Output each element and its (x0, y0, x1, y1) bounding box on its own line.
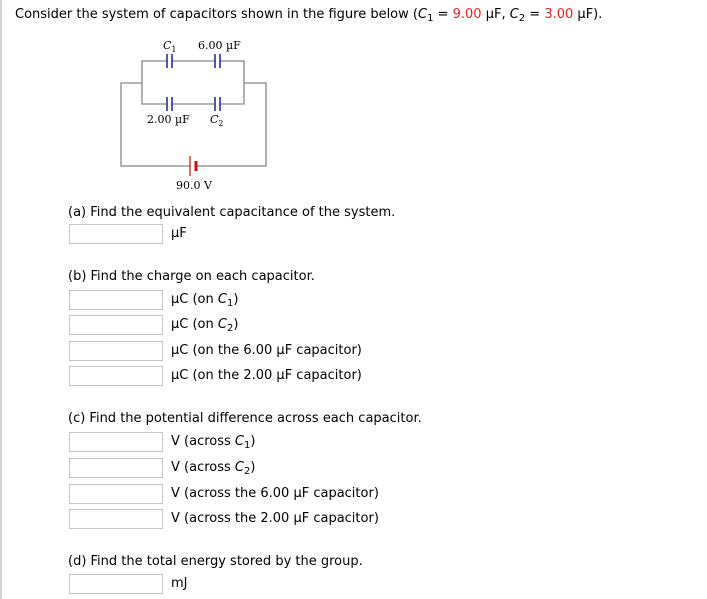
answer-input-a[interactable] (69, 224, 163, 244)
unit-label: V (across C1) (171, 434, 256, 451)
battery-icon (189, 156, 198, 176)
page-left-border (0, 0, 2, 599)
label-6uF: 6.00 µF (198, 39, 241, 52)
c1-symbol: C (417, 7, 428, 22)
answer-input-b1[interactable] (69, 290, 163, 310)
c2-unit: µF). (573, 7, 603, 22)
c2-subscript: 2 (518, 13, 526, 24)
problem-statement: Consider the system of capacitors shown … (15, 7, 602, 24)
answer-input-d[interactable] (69, 574, 163, 594)
answer-input-c1[interactable] (69, 432, 163, 452)
unit-label: V (across the 6.00 µF capacitor) (171, 486, 379, 501)
equals-sign: = (433, 7, 453, 22)
circuit-diagram-svg (120, 54, 267, 176)
unit-label: V (across the 2.00 µF capacitor) (171, 511, 379, 526)
c1-unit: µF, (481, 7, 510, 22)
unit-label: µF (171, 226, 187, 241)
equals-sign: = (525, 7, 545, 22)
unit-label: µC (on the 6.00 µF capacitor) (171, 343, 362, 358)
answer-input-b4[interactable] (69, 366, 163, 386)
question-d: (d) Find the total energy stored by the … (68, 554, 363, 569)
answer-input-c3[interactable] (69, 484, 163, 504)
c1-subscript: 1 (427, 13, 434, 24)
unit-label: mJ (171, 576, 188, 591)
answer-input-c2[interactable] (69, 458, 163, 478)
question-c: (c) Find the potential difference across… (68, 411, 422, 426)
answer-input-b2[interactable] (69, 315, 163, 335)
question-a: (a) Find the equivalent capacitance of t… (68, 205, 396, 220)
label-c2: C2 (210, 113, 224, 128)
capacitor-plates (166, 54, 221, 111)
intro-text: Consider the system of capacitors shown … (15, 7, 418, 22)
label-c1: C1 (163, 39, 177, 54)
answer-input-b3[interactable] (69, 341, 163, 361)
c1-value: 9.00 (452, 7, 482, 22)
answer-input-c4[interactable] (69, 509, 163, 529)
unit-label: V (across C2) (171, 460, 256, 477)
c2-value: 3.00 (544, 7, 574, 22)
c2-symbol: C (509, 7, 519, 22)
label-2uF: 2.00 µF (147, 113, 190, 126)
unit-label: µC (on C1) (171, 292, 239, 309)
circuit-figure: C1 6.00 µF 2.00 µF C2 90.0 V (0, 0, 300, 200)
unit-label: µC (on the 2.00 µF capacitor) (171, 368, 362, 383)
question-b: (b) Find the charge on each capacitor. (68, 269, 315, 284)
unit-label: µC (on C2) (171, 317, 239, 334)
label-battery-voltage: 90.0 V (176, 179, 212, 192)
